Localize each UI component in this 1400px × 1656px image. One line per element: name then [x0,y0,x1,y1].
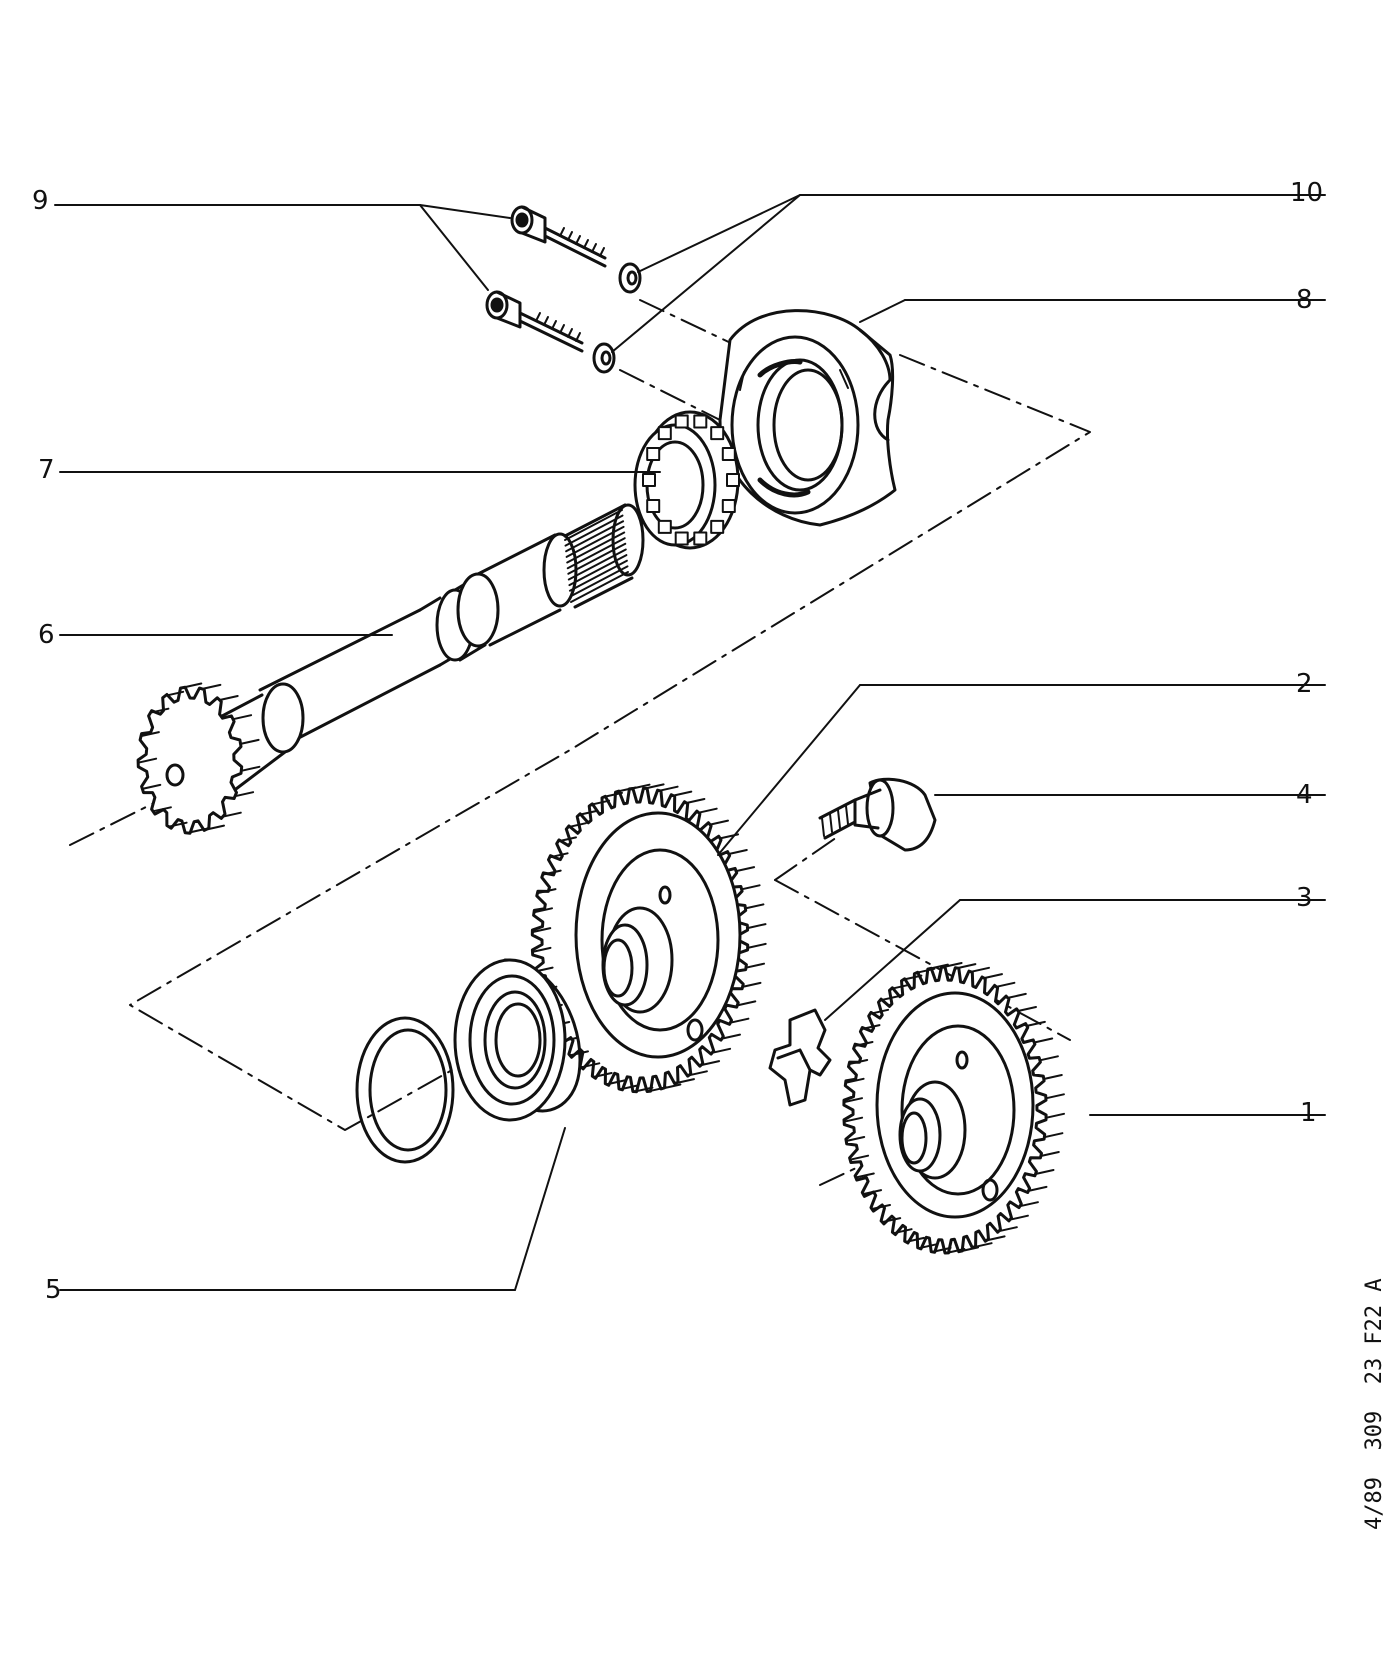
callout-5: 5 [45,1275,62,1305]
shim-ring-icon [355,1016,455,1164]
callout-9: 9 [32,186,49,216]
callout-1: 1 [1300,1098,1317,1128]
leader-lines [54,194,1326,1291]
callout-8: 8 [1296,285,1313,315]
upper-screw [510,205,607,268]
screw-icon [485,205,607,353]
washer-icon [592,262,642,374]
flanged-bolt-icon [818,777,937,852]
splined-shaft-icon [136,503,645,835]
lower-screw [485,290,584,353]
clip-icon [768,1008,832,1107]
callout-7: 7 [38,455,55,485]
callout-4: 4 [1296,780,1313,810]
gear-icon [530,783,767,1094]
callout-10: 10 [1290,178,1324,208]
gear-icon [842,962,1065,1255]
ball-bearing-icon [453,958,582,1122]
roller-bearing-icon [633,410,740,550]
callout-2: 2 [1296,669,1313,699]
drawing-reference-code: 4/89 309 23 F22 A [1362,1278,1387,1530]
callout-3: 3 [1296,883,1313,913]
callout-6: 6 [38,620,55,650]
bearing-housing-icon [718,309,897,527]
